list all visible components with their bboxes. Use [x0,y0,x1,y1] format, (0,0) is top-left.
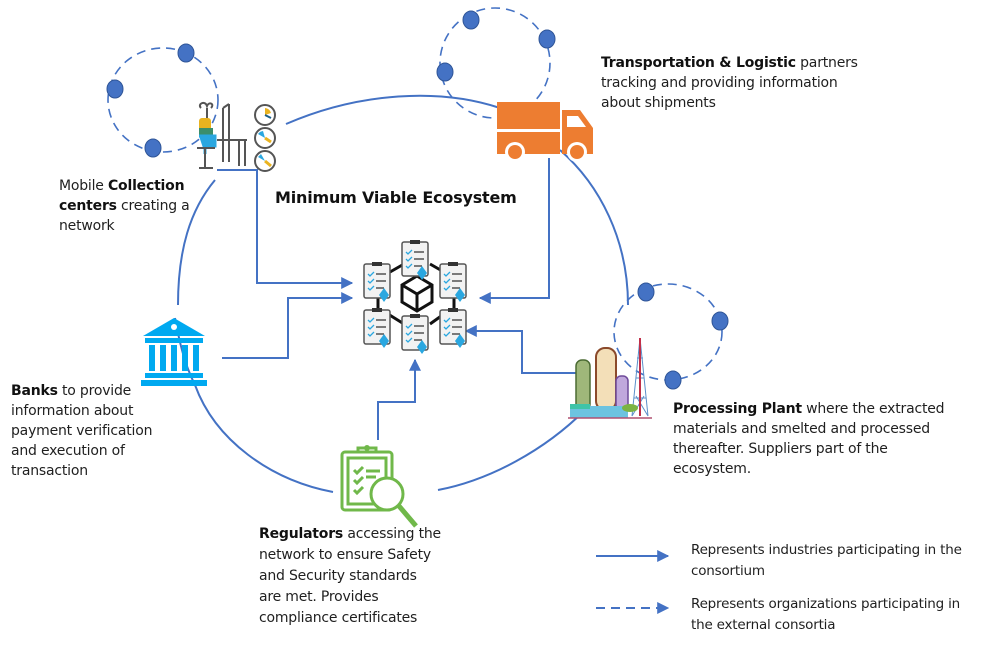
arrow-regulator-to-center [377,358,421,440]
external-consortium-collection [106,43,219,158]
external-node [177,43,195,63]
label-text: where the extracted [801,401,945,417]
label-bold: Processing Plant [673,401,802,417]
worker-with-clocks-icon [197,101,276,172]
label-text: materials and smelted and processed [673,421,930,437]
external-node [462,10,480,30]
ring-segment-right-bottom [437,409,586,491]
legend-line: the external consortia [691,617,836,633]
banks-label: Banks to provide information about payme… [11,381,152,481]
legend-dashed-text: Represents organizations participating i… [691,594,960,636]
arrow-transport-to-center [478,158,550,304]
legend-line: consortium [691,563,765,579]
label-bold: Collection [107,178,185,194]
external-node [637,282,655,302]
transportation-label: Transportation & Logistic partners track… [601,53,858,113]
arrow-plant-to-center [464,325,585,374]
label-text: partners [795,55,858,71]
label-text: to provide [57,383,132,399]
bank-icon [141,318,207,386]
label-text: thereafter. Suppliers part of the [673,441,888,457]
legend-line: Represents organizations participating i… [691,596,961,612]
label-text: information about [11,403,134,419]
label-text: tracking and providing information [601,75,838,91]
ring-segment-top [285,94,501,125]
label-text: compliance certificates [259,610,418,626]
legend-line: Represents industries participating in t… [691,542,962,558]
label-text: creating a [116,198,190,214]
label-text: about shipments [601,95,716,111]
label-text: Mobile [59,178,108,194]
ring-segment-top-right [559,149,629,306]
label-text: network to ensure Safety [259,547,431,563]
label-text: network [59,218,115,234]
ring-segment-bottom-left [194,384,334,493]
external-node [538,29,556,49]
processing-plant-label: Processing Plant where the extracted mat… [673,399,945,479]
label-text: are met. Provides [259,589,379,605]
collection-centers-label: Mobile Collection centers creating a net… [59,176,190,236]
arrow-bank-to-center [222,292,354,359]
label-bold: Banks [11,383,58,399]
label-text: payment verification [11,423,153,439]
clipboard-magnifier-icon [340,445,418,528]
arrow-collection-to-center [217,169,354,289]
external-consortium-processing [613,282,729,390]
external-node [436,62,454,82]
legend-solid-text: Represents industries participating in t… [691,540,962,582]
label-text: and Security standards [259,568,417,584]
external-node [144,138,162,158]
external-node [664,370,682,390]
label-text: ecosystem. [673,461,751,477]
label-bold: Transportation & Logistic [601,55,796,71]
external-node [711,311,729,331]
refinery-icon [568,337,652,419]
label-text: accessing the [343,526,441,542]
label-bold: centers [59,198,117,214]
regulators-label: Regulators accessing the network to ensu… [259,524,441,629]
external-node [106,79,124,99]
blockchain-network-icon [363,240,467,354]
label-text: transaction [11,463,88,479]
ledger-clipboards [363,240,467,354]
truck-icon [497,102,593,162]
label-bold: Regulators [259,526,344,542]
external-consortium-transport [436,7,556,119]
ring-segment-left [177,179,216,306]
label-text: and execution of [11,443,125,459]
diagram-title: Minimum Viable Ecosystem [275,188,517,207]
